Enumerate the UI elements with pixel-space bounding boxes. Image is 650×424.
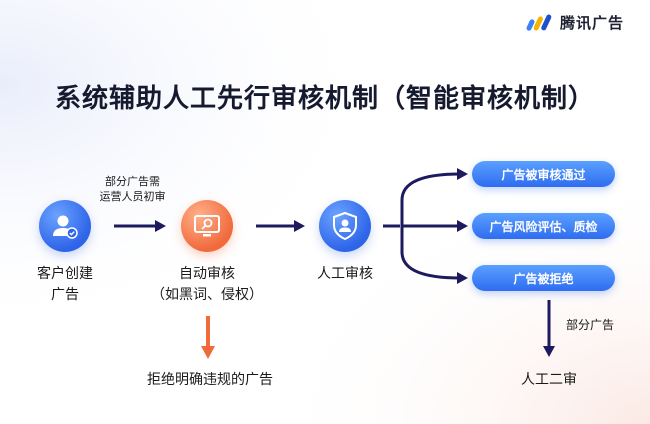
partial-ads-note: 部分广告 <box>565 318 614 332</box>
magnifier-screen-icon <box>194 215 220 237</box>
arrowhead-bottom <box>457 272 468 284</box>
initial-review-note: 部分广告需 运营人员初审 <box>85 174 180 204</box>
arrowhead-down-dark <box>543 346 555 357</box>
auto-review-label-line2: （如黑词、侵权） <box>151 287 263 303</box>
arrowhead-1 <box>155 220 166 232</box>
manual-review-label: 人工审核 <box>317 266 373 282</box>
brand-logo: 腾讯广告 <box>526 12 624 33</box>
auto-review-label-line1: 自动审核 <box>179 266 235 282</box>
brand-logo-icon <box>526 14 552 31</box>
create-ad-label-line2: 广告 <box>51 287 79 303</box>
initial-review-note-line1: 部分广告需 <box>105 175 160 188</box>
second-review-text: 人工二审 <box>521 372 577 388</box>
auto-review-label: 自动审核 （如黑词、侵权） <box>146 264 268 306</box>
create-ad-node <box>39 200 91 252</box>
brand-name: 腾讯广告 <box>560 14 625 32</box>
auto-review-node <box>181 200 233 252</box>
initial-review-note-line2: 运营人员初审 <box>99 190 166 203</box>
create-ad-label: 客户创建 广告 <box>25 264 105 306</box>
outcome-approved: 广告被审核通过 <box>472 161 615 187</box>
outcome-rejected: 广告被拒绝 <box>472 265 615 291</box>
arrowhead-middle <box>457 220 468 232</box>
arrowhead-down-orange <box>201 346 215 359</box>
create-ad-label-line1: 客户创建 <box>37 266 93 282</box>
reject-violations-text: 拒绝明确违规的广告 <box>147 372 273 388</box>
page-title: 系统辅助人工先行审核机制（智能审核机制） <box>54 84 595 114</box>
shield-user-icon <box>333 211 357 241</box>
outcome-risk-assessment: 广告风险评估、质检 <box>472 213 615 239</box>
arrowhead-2 <box>294 220 305 232</box>
manual-review-node <box>319 200 371 252</box>
arrowhead-top <box>457 168 468 180</box>
user-check-icon <box>53 215 78 239</box>
